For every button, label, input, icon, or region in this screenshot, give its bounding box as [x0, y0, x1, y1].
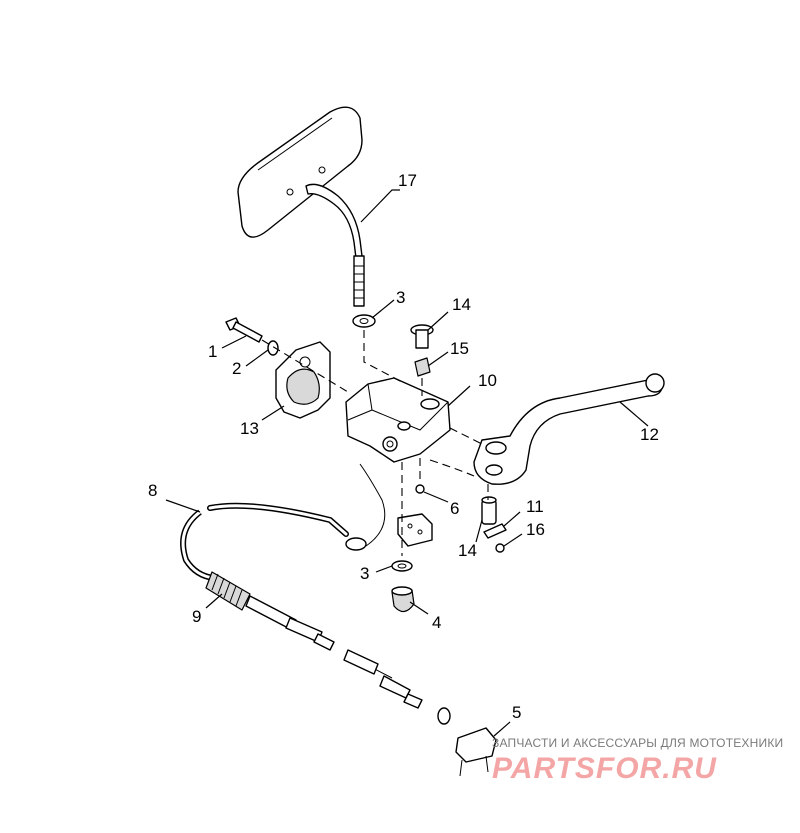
part-7-switch-wire — [207, 463, 386, 551]
part-4-acorn-nut — [391, 586, 415, 613]
part-14-clamp — [275, 341, 331, 419]
switch-bracket — [397, 513, 433, 547]
leader-lines — [165, 189, 649, 737]
callout-14: 13 — [240, 419, 259, 438]
watermark: ЗАПЧАСТИ И АКСЕССУАРЫ ДЛЯ МОТОТЕХНИКИ PA… — [492, 736, 792, 786]
callout-6: 6 — [450, 499, 459, 518]
callout-7: 8 — [148, 481, 157, 500]
callout-17: 17 — [398, 171, 417, 190]
part-3-upper-washer — [352, 314, 376, 328]
part-9-clutch-cable — [180, 509, 451, 725]
assembly-lines — [261, 330, 489, 556]
part-12-pivot-pin — [410, 324, 434, 349]
callout-2: 2 — [232, 359, 241, 378]
callout-4: 4 — [432, 613, 441, 632]
callout-1: 1 — [208, 342, 217, 361]
part-3-lower-washer — [391, 560, 413, 572]
part-10-lever — [473, 373, 665, 485]
callout-13: 14 — [458, 541, 477, 560]
part-13-pin — [481, 496, 497, 525]
callout-15: 15 — [450, 339, 469, 358]
part-15-bushing — [414, 357, 431, 377]
callout-5: 5 — [512, 703, 521, 722]
callout-9: 9 — [192, 607, 201, 626]
watermark-tagline: ЗАПЧАСТИ И АКСЕССУАРЫ ДЛЯ МОТОТЕХНИКИ — [492, 736, 784, 750]
part-11-clip — [483, 523, 507, 539]
callout-10: 12 — [640, 425, 659, 444]
callout-11: 11 — [526, 497, 544, 516]
part-2-washer — [267, 340, 279, 356]
part-1-screw — [225, 317, 263, 343]
part-17-mirror — [237, 106, 365, 307]
part-6-clip — [415, 484, 425, 494]
watermark-brand: PARTSFOR.RU — [492, 752, 717, 785]
callout-3-upper: 3 — [396, 288, 405, 307]
part-8-lever-housing — [345, 377, 451, 463]
part-5-cable-fitting — [455, 727, 497, 777]
callout-8: 10 — [478, 371, 497, 390]
part-16-screw — [495, 543, 505, 553]
callout-12: 14 — [452, 295, 471, 314]
callout-16: 16 — [526, 520, 545, 539]
callout-3-lower: 3 — [360, 564, 369, 583]
